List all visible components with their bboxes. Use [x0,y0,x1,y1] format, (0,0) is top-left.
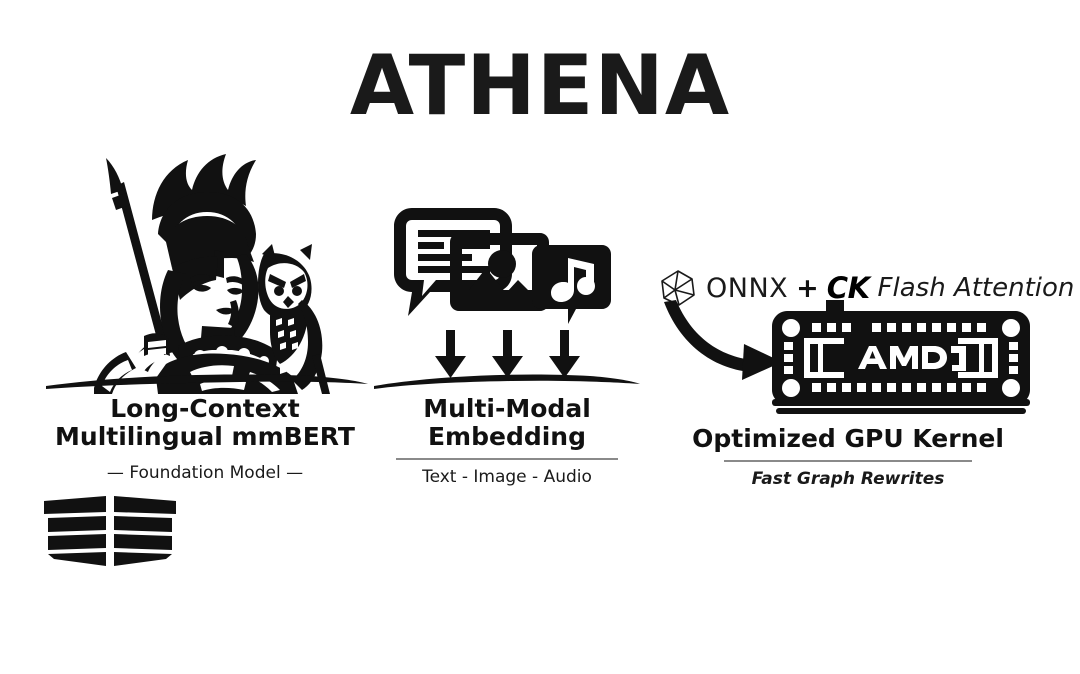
caption-subtitle: Text - Image - Audio [422,467,592,487]
caption-divider [724,460,972,462]
caption-divider [396,458,618,460]
caption-subtitle: Fast Graph Rewrites [751,469,945,489]
onnx-label: ONNX [706,272,789,304]
caption-foundation-model: Long-Context Multilingual mmBERT — Found… [40,394,370,484]
amd-gpu-chip-icon [648,150,1048,420]
column-foundation-model: Long-Context Multilingual mmBERT — Found… [40,150,370,590]
column-gpu-kernel: ONNX + CK Flash Attention [648,150,1074,590]
multimodal-text-image-audio-icon [372,150,642,395]
flash-attention-label: Flash Attention [877,273,1075,303]
caption-title-line1: Optimized GPU Kernel [692,424,1004,453]
caption-title-line2: Embedding [427,422,587,451]
page-title: ATHENA [349,37,731,134]
athena-goddess-owl-spear-illustration [40,150,370,395]
caption-multimodal-embedding: Multi-Modal Embedding Text - Image - Aud… [372,395,642,487]
feature-columns: Long-Context Multilingual mmBERT — Found… [0,150,1080,590]
caption-title-line1: Multi-Modal [423,394,591,423]
caption-gpu-kernel: Optimized GPU Kernel Fast Graph Rewrites [648,424,1048,490]
ck-label: CK [826,271,870,305]
onnx-ck-header: ONNX + CK Flash Attention [658,268,1074,308]
caption-title-line1: Long-Context [110,394,300,423]
caption-subtitle: — Foundation Model — [106,463,304,483]
onnx-hexagon-logo [658,268,698,308]
caption-title-line2: Multilingual mmBERT [55,422,355,451]
stacked-books-icon [40,495,370,567]
column-multimodal-embedding: Multi-Modal Embedding Text - Image - Aud… [372,150,642,590]
plus-label: + [796,272,819,304]
